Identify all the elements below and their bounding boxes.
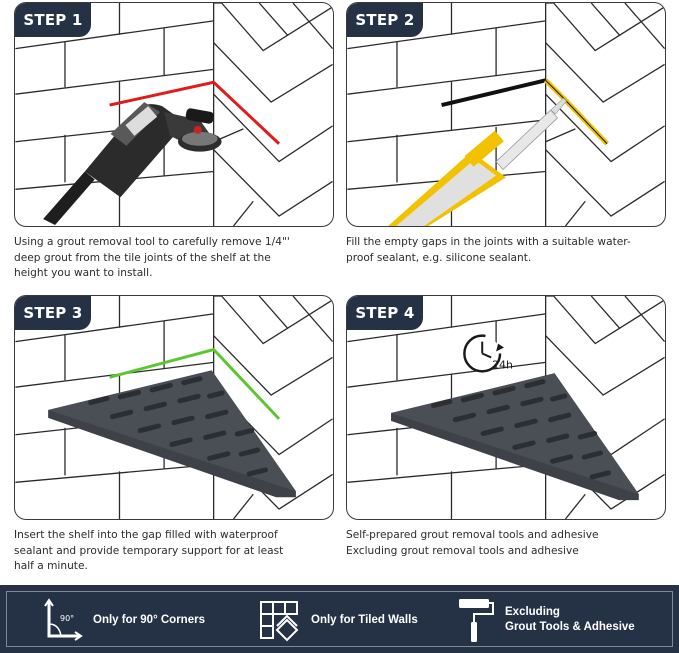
- caption-line: sealant and provide temporary support fo…: [14, 544, 284, 557]
- caption-line: Using a grout removal tool to carefully …: [14, 236, 290, 248]
- feature-label: Only for Tiled Walls: [311, 613, 418, 628]
- step-badge: STEP 4: [347, 296, 423, 330]
- step-4-illustration: 24h: [347, 296, 665, 519]
- features-footer: 90° Only for 90° Corners Only for Ti: [0, 585, 679, 653]
- feature-excluding-tools: Excluding Grout Tools & Adhesive: [455, 592, 635, 648]
- step-4-panel: 24h STEP 4: [346, 295, 666, 520]
- paint-roller-icon: [459, 599, 494, 642]
- step-badge: STEP 3: [15, 296, 91, 330]
- caption-line: Fill the empty gaps in the joints with a…: [346, 236, 631, 248]
- tiles-icon: [260, 601, 299, 642]
- caption-line: deep grout from the tile joints of the s…: [14, 251, 271, 264]
- grout-line-red: [109, 80, 281, 145]
- angle-grinder-icon: [43, 102, 222, 226]
- step-1-panel: STEP 1: [14, 2, 334, 227]
- caption-line: proof sealant, e.g. silicone sealant.: [346, 251, 532, 264]
- step-3-caption: Insert the shelf into the gap filled wit…: [14, 528, 334, 575]
- step-3-illustration: [15, 296, 333, 519]
- feature-label-line: Only for Tiled Walls: [311, 613, 418, 626]
- caption-line: Insert the shelf into the gap filled wit…: [14, 529, 278, 541]
- caption-line: Self-prepared grout removal tools and ad…: [346, 529, 599, 541]
- right-angle-icon: 90°: [44, 598, 83, 641]
- feature-tiled-walls: Only for Tiled Walls: [257, 592, 418, 648]
- feature-label-line: Excluding: [505, 606, 560, 618]
- feature-label-line: Grout Tools & Adhesive: [505, 621, 635, 633]
- step-badge: STEP 1: [15, 3, 91, 37]
- timer-label: 24h: [492, 358, 513, 371]
- angle-label: 90°: [60, 614, 74, 623]
- step-3-panel: STEP 3: [14, 295, 334, 520]
- corner-shelf-icon: [391, 373, 639, 501]
- step-2-illustration: [347, 3, 665, 226]
- feature-label: Only for 90° Corners: [93, 613, 205, 628]
- step-1-illustration: [15, 3, 333, 226]
- feature-label-line: Only for 90° Corners: [93, 613, 205, 626]
- step-1-caption: Using a grout removal tool to carefully …: [14, 235, 334, 282]
- feature-label: Excluding Grout Tools & Adhesive: [505, 605, 635, 635]
- fit-line-green: [109, 347, 281, 420]
- caulk-gun-icon: [388, 97, 567, 226]
- step-4-caption: Self-prepared grout removal tools and ad…: [346, 528, 666, 559]
- features-frame: 90° Only for 90° Corners Only for Ti: [6, 591, 673, 647]
- caption-line: half a minute.: [14, 560, 88, 572]
- feature-90-corners: 90° Only for 90° Corners: [43, 592, 205, 648]
- clock-timer-icon: 24h: [463, 334, 513, 373]
- caption-line: height you want to install.: [14, 267, 153, 279]
- step-2-panel: STEP 2: [346, 2, 666, 227]
- caption-line: Excluding grout removal tools and adhesi…: [346, 544, 579, 557]
- step-2-caption: Fill the empty gaps in the joints with a…: [346, 235, 666, 266]
- step-badge: STEP 2: [347, 3, 423, 37]
- sealant-line-black: [441, 78, 547, 108]
